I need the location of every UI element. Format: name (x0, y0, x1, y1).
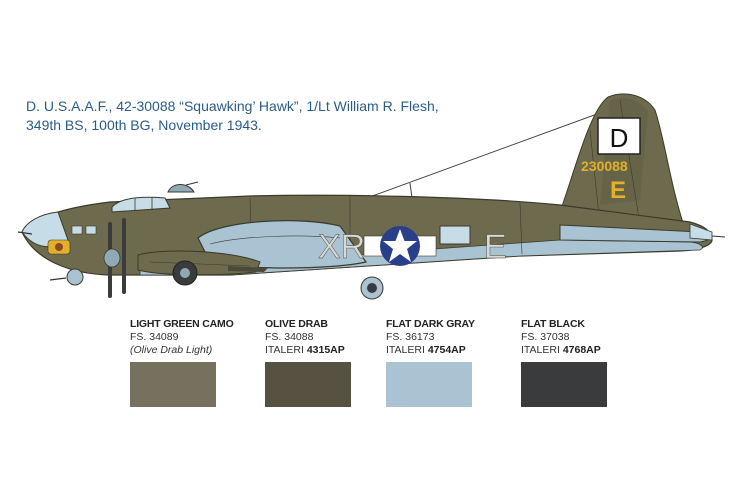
color-entry-olive-drab: OLIVE DRAB FS. 34088 ITALERI 4315AP (265, 318, 395, 357)
antenna-wire (344, 109, 609, 207)
camouflage-caption: D. U.S.A.A.F., 42-30088 “Squawking’ Hawk… (26, 97, 439, 135)
insignia-star-icon (383, 229, 417, 262)
top-turret (167, 184, 195, 193)
italeri-code: 4315AP (306, 344, 345, 356)
italeri-prefix: ITALERI (265, 344, 307, 356)
color-note: (Olive Drab Light) (130, 344, 213, 356)
national-insignia (363, 226, 437, 266)
color-swatch-olive-drab (265, 362, 351, 407)
color-swatch-flat-black (521, 362, 607, 407)
fuselage-squadron-code: XR (318, 228, 365, 266)
tail-group-letter: D (610, 123, 629, 153)
cockpit-canopy (111, 196, 171, 213)
italeri-code: 4754AP (427, 344, 466, 356)
fs-code: FS. 37038 (521, 331, 570, 343)
tail-serial-number: 230088 (581, 158, 628, 174)
italeri-prefix: ITALERI (521, 344, 563, 356)
fs-code: FS. 36173 (386, 331, 435, 343)
color-entry-flat-black: FLAT BLACK FS. 37038 ITALERI 4768AP (521, 318, 651, 357)
nose-glazing (21, 211, 69, 248)
fs-code: FS. 34088 (265, 331, 314, 343)
italeri-code-line: ITALERI 4754AP (386, 344, 516, 357)
waist-window (439, 225, 471, 245)
color-name: OLIVE DRAB (265, 318, 328, 330)
color-swatch-light-green-camo (130, 362, 216, 407)
chin-turret (66, 268, 84, 286)
color-entry-light-green-camo: LIGHT GREEN CAMO FS. 34089 (Olive Drab L… (130, 318, 260, 357)
fs-code: FS. 34089 (130, 331, 179, 343)
tail-aircraft-letter: E (610, 177, 626, 204)
caption-line-2: 349th BS, 100th BG, November 1943. (26, 117, 262, 133)
fuselage-aircraft-letter: E (484, 228, 507, 266)
color-name: LIGHT GREEN CAMO (130, 318, 234, 330)
vertical-tail (559, 93, 687, 233)
tail-gun-position (689, 223, 713, 241)
italeri-code-line: ITALERI 4315AP (265, 344, 395, 357)
propellers (103, 218, 126, 298)
italeri-prefix: ITALERI (386, 344, 428, 356)
caption-line-1: D. U.S.A.A.F., 42-30088 “Squawking’ Hawk… (26, 98, 439, 114)
color-swatch-flat-dark-gray (386, 362, 472, 407)
tail-letter-box (597, 117, 641, 155)
italeri-code-line: ITALERI 4768AP (521, 344, 651, 357)
color-name: FLAT DARK GRAY (386, 318, 475, 330)
b17-side-profile-illustration: XR E D 230088 E (17, 93, 726, 300)
color-entry-flat-dark-gray: FLAT DARK GRAY FS. 36173 ITALERI 4754AP (386, 318, 516, 357)
color-name: FLAT BLACK (521, 318, 585, 330)
italeri-code: 4768AP (562, 344, 601, 356)
